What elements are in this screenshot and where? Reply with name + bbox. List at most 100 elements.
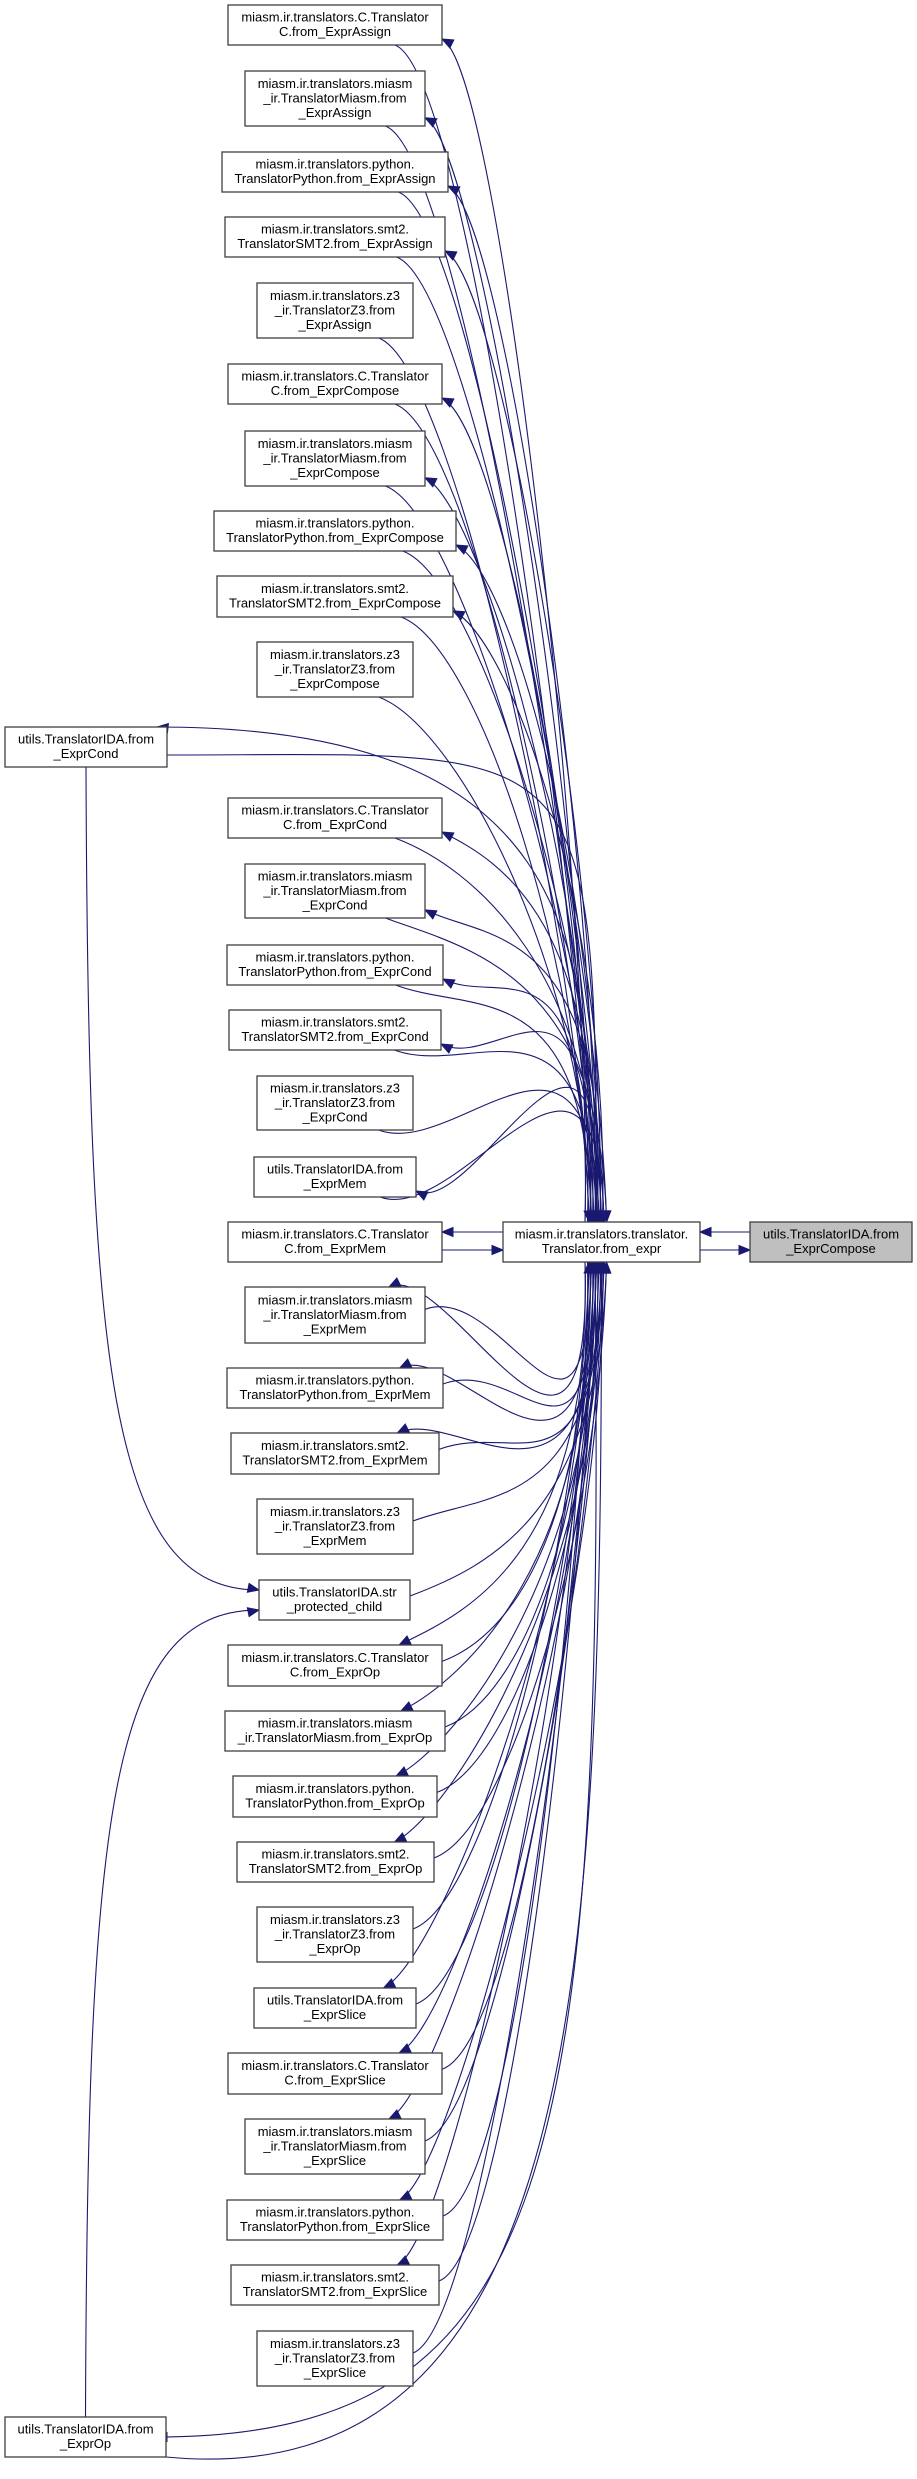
node-box[interactable] — [224, 1710, 446, 1752]
edge-line — [442, 1261, 590, 2217]
node-box[interactable] — [236, 1841, 435, 1883]
node-py-mem[interactable]: miasm.ir.translators.python.TranslatorPy… — [226, 1367, 444, 1409]
node-smt2-op[interactable]: miasm.ir.translators.smt2.TranslatorSMT2… — [236, 1841, 435, 1883]
node-box[interactable] — [256, 641, 414, 698]
node-box[interactable] — [502, 1221, 701, 1263]
node-ida-cond[interactable]: utils.TranslatorIDA.from_ExprCond — [4, 726, 168, 768]
node-box[interactable] — [216, 575, 454, 618]
node-z3-op[interactable]: miasm.ir.translators.z3_ir.TranslatorZ3.… — [256, 1906, 414, 1963]
node-box[interactable] — [256, 1906, 414, 1963]
node-smt2-slice[interactable]: miasm.ir.translators.smt2.TranslatorSMT2… — [230, 2264, 440, 2306]
node-label-line: _ExprMem — [303, 1321, 367, 1336]
node-box[interactable] — [224, 216, 446, 258]
node-c-slice[interactable]: miasm.ir.translators.C.TranslatorC.from_… — [227, 2052, 443, 2095]
node-ida-compose[interactable]: utils.TranslatorIDA.from_ExprCompose — [749, 1221, 913, 1263]
node-box[interactable] — [227, 4, 443, 46]
node-box[interactable] — [213, 510, 457, 552]
node-box[interactable] — [221, 151, 449, 193]
node-label-line: TranslatorSMT2.from_ExprCond — [241, 1029, 428, 1044]
node-box[interactable] — [227, 1221, 443, 1263]
node-box[interactable] — [749, 1221, 913, 1263]
arrowhead-icon — [596, 1260, 607, 1274]
edge-from_expr-to-miasm_assign — [423, 117, 591, 1223]
node-smt2-assign[interactable]: miasm.ir.translators.smt2.TranslatorSMT2… — [224, 216, 446, 258]
edge-line — [394, 403, 595, 1223]
edge-line — [155, 1261, 597, 2438]
node-miasm-slice[interactable]: miasm.ir.translators.miasm_ir.Translator… — [244, 2118, 426, 2175]
node-miasm-mem[interactable]: miasm.ir.translators.miasm_ir.Translator… — [244, 1286, 426, 1344]
node-box[interactable] — [244, 863, 426, 919]
node-c-cond[interactable]: miasm.ir.translators.C.TranslatorC.from_… — [227, 797, 443, 839]
node-box[interactable] — [230, 2264, 440, 2306]
node-label-line: _ir.TranslatorZ3.from — [274, 2350, 395, 2365]
node-box[interactable] — [253, 1156, 417, 1198]
node-py-compose[interactable]: miasm.ir.translators.python.TranslatorPy… — [213, 510, 457, 552]
node-box[interactable] — [232, 1775, 438, 1818]
node-box[interactable] — [228, 1009, 442, 1051]
node-py-slice[interactable]: miasm.ir.translators.python.TranslatorPy… — [226, 2199, 444, 2241]
node-box[interactable] — [226, 1367, 444, 1409]
node-box[interactable] — [227, 797, 443, 839]
node-smt2-compose[interactable]: miasm.ir.translators.smt2.TranslatorSMT2… — [216, 575, 454, 618]
node-box[interactable] — [227, 2052, 443, 2095]
node-box[interactable] — [244, 430, 426, 487]
node-label-line: _ExprOp — [59, 2436, 111, 2451]
node-c-compose[interactable]: miasm.ir.translators.C.TranslatorC.from_… — [227, 363, 443, 405]
node-py-op[interactable]: miasm.ir.translators.python.TranslatorPy… — [232, 1775, 438, 1818]
node-label-line: TranslatorSMT2.from_ExprAssign — [237, 236, 432, 251]
node-box[interactable] — [230, 1432, 440, 1475]
node-z3-compose[interactable]: miasm.ir.translators.z3_ir.TranslatorZ3.… — [256, 641, 414, 698]
node-box[interactable] — [258, 1579, 411, 1621]
node-box[interactable] — [256, 282, 414, 339]
node-label-line: utils.TranslatorIDA.from — [267, 1162, 403, 1177]
node-smt2-mem[interactable]: miasm.ir.translators.smt2.TranslatorSMT2… — [230, 1432, 440, 1475]
node-c-mem[interactable]: miasm.ir.translators.C.TranslatorC.from_… — [227, 1221, 443, 1263]
node-box[interactable] — [244, 70, 426, 127]
edge-line — [165, 1261, 603, 2460]
node-ida-op[interactable]: utils.TranslatorIDA.from_ExprOp — [4, 2416, 167, 2458]
edge-line — [444, 250, 601, 1223]
node-label-line: _ExprCond — [301, 897, 367, 912]
arrowhead-icon — [398, 1358, 413, 1369]
node-box[interactable] — [256, 2330, 414, 2387]
node-box[interactable] — [227, 363, 443, 405]
node-miasm-compose[interactable]: miasm.ir.translators.miasm_ir.Translator… — [244, 430, 426, 487]
node-py-cond[interactable]: miasm.ir.translators.python.TranslatorPy… — [226, 944, 444, 986]
node-box[interactable] — [4, 2416, 167, 2458]
node-miasm-op[interactable]: miasm.ir.translators.miasm_ir.Translator… — [224, 1710, 446, 1752]
node-box[interactable] — [253, 1987, 417, 2029]
node-box[interactable] — [227, 1644, 443, 1687]
node-z3-slice[interactable]: miasm.ir.translators.z3_ir.TranslatorZ3.… — [256, 2330, 414, 2387]
node-ida-slice[interactable]: utils.TranslatorIDA.from_ExprSlice — [253, 1987, 417, 2029]
node-box[interactable] — [4, 726, 168, 768]
arrowhead-icon — [414, 1190, 429, 1201]
arrowhead-icon — [491, 1244, 505, 1256]
node-box[interactable] — [244, 1286, 426, 1344]
node-c-assign[interactable]: miasm.ir.translators.C.TranslatorC.from_… — [227, 4, 443, 46]
node-label-line: _ExprMem — [303, 1533, 367, 1548]
node-smt2-cond[interactable]: miasm.ir.translators.smt2.TranslatorSMT2… — [228, 1009, 442, 1051]
node-z3-assign[interactable]: miasm.ir.translators.z3_ir.TranslatorZ3.… — [256, 282, 414, 339]
node-box[interactable] — [244, 2118, 426, 2175]
node-z3-cond[interactable]: miasm.ir.translators.z3_ir.TranslatorZ3.… — [256, 1075, 414, 1131]
node-label-line: utils.TranslatorIDA.from — [17, 2422, 153, 2437]
node-label-line: C.from_ExprMem — [284, 1241, 386, 1256]
node-label-line: miasm.ir.translators.C.Translator — [241, 2058, 429, 2073]
node-miasm-cond[interactable]: miasm.ir.translators.miasm_ir.Translator… — [244, 863, 426, 919]
node-label-line: miasm.ir.translators.python. — [256, 1373, 415, 1388]
node-c-op[interactable]: miasm.ir.translators.C.TranslatorC.from_… — [227, 1644, 443, 1687]
node-box[interactable] — [256, 1498, 414, 1555]
node-box[interactable] — [226, 2199, 444, 2241]
node-box[interactable] — [256, 1075, 414, 1131]
node-box[interactable] — [226, 944, 444, 986]
node-py-assign[interactable]: miasm.ir.translators.python.TranslatorPy… — [221, 151, 449, 193]
node-label-line: C.from_ExprSlice — [284, 2073, 385, 2088]
arrowhead-icon — [440, 397, 455, 408]
node-ida-mem[interactable]: utils.TranslatorIDA.from_ExprMem — [253, 1156, 417, 1198]
node-label-line: miasm.ir.translators.miasm — [258, 436, 413, 451]
node-z3-mem[interactable]: miasm.ir.translators.z3_ir.TranslatorZ3.… — [256, 1498, 414, 1555]
node-miasm-assign[interactable]: miasm.ir.translators.miasm_ir.Translator… — [244, 70, 426, 127]
node-label-line: _ExprCompose — [289, 465, 380, 480]
node-ida-str[interactable]: utils.TranslatorIDA.str_protected_child — [258, 1579, 411, 1621]
node-from-expr[interactable]: miasm.ir.translators.translator.Translat… — [502, 1221, 701, 1263]
